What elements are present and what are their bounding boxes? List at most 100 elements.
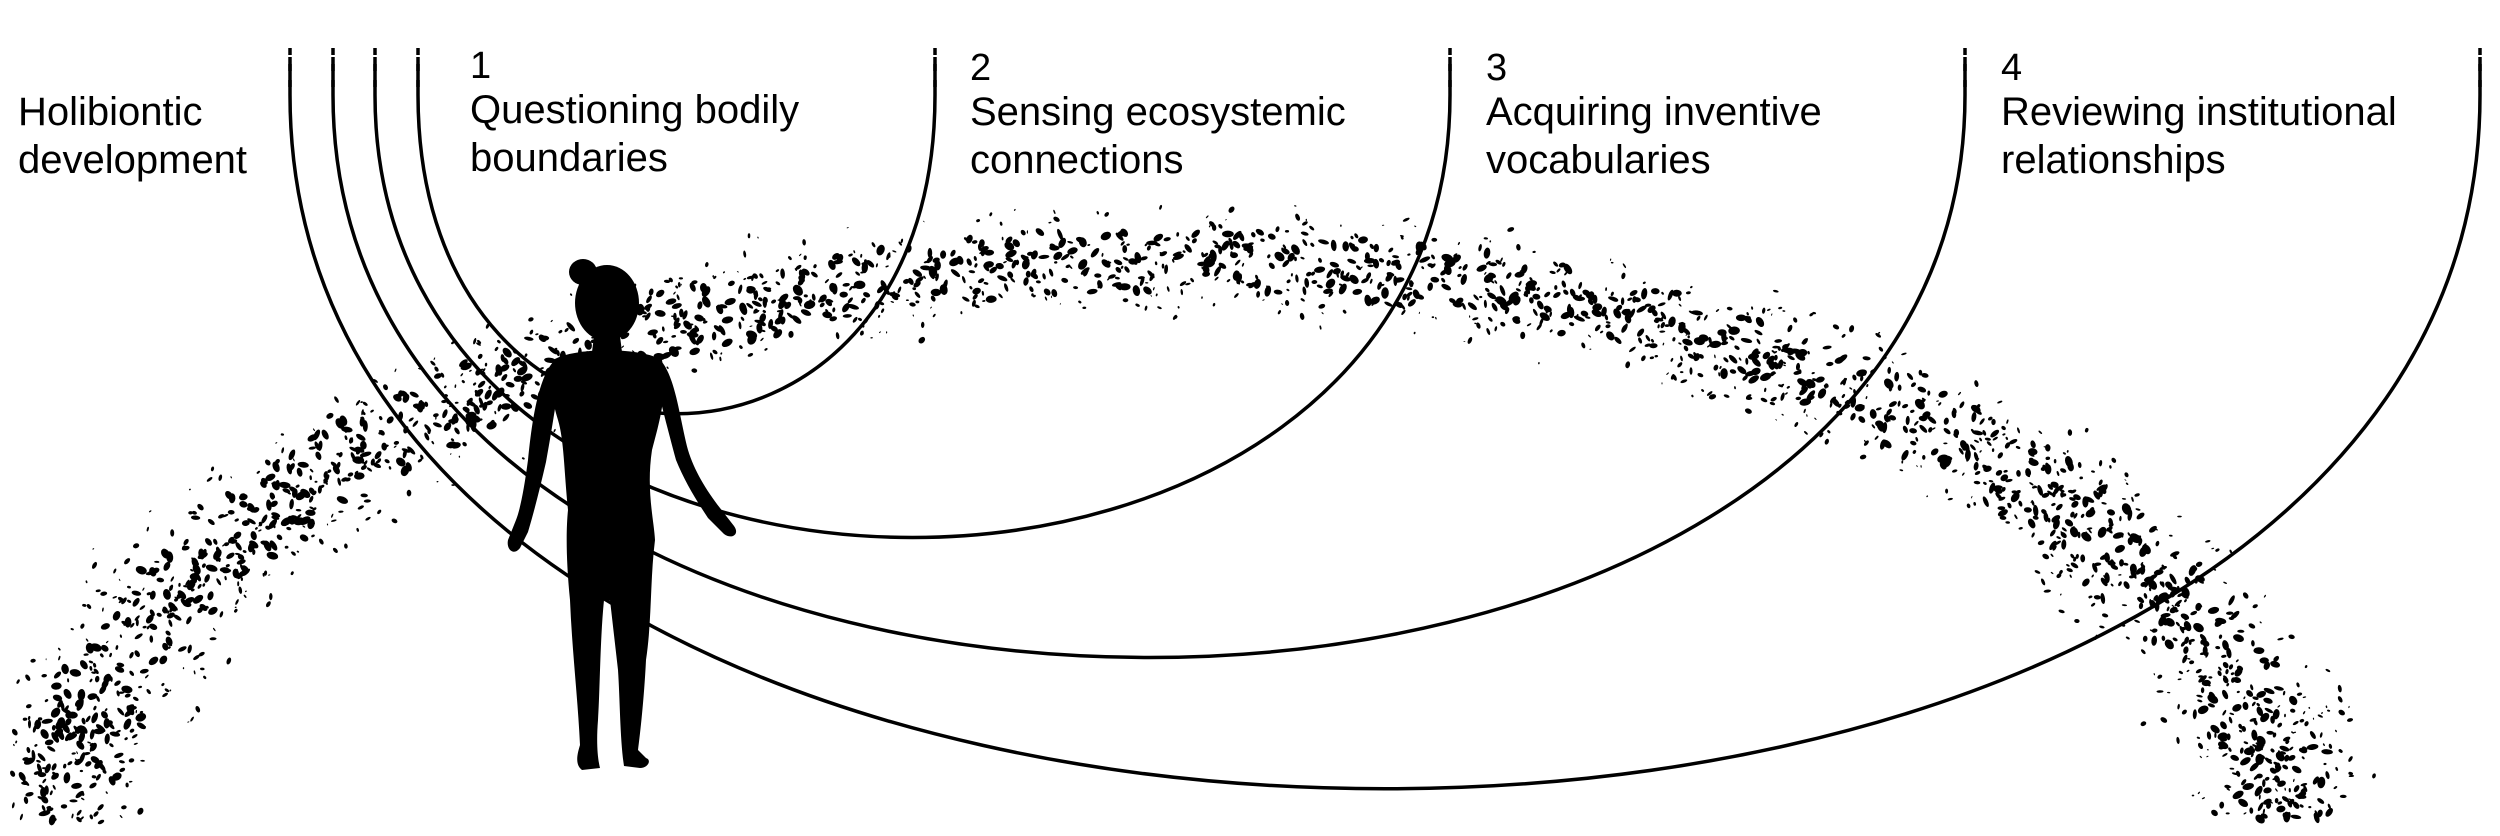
particle <box>234 606 237 609</box>
particle <box>2060 532 2067 539</box>
particle <box>2339 794 2347 799</box>
particle <box>165 636 173 647</box>
particle <box>927 247 933 259</box>
particle <box>1515 288 1521 292</box>
particle <box>67 678 70 683</box>
particle <box>2328 743 2333 749</box>
particle <box>1332 268 1341 275</box>
particle <box>2034 570 2041 574</box>
particle <box>1525 282 1536 291</box>
particle <box>691 280 698 285</box>
particle <box>252 507 260 513</box>
particle <box>1004 283 1009 292</box>
particle <box>1997 452 2003 459</box>
particle <box>1202 271 1211 277</box>
particle <box>803 294 808 298</box>
particle <box>1809 312 1814 317</box>
particle <box>801 268 810 276</box>
particle <box>897 286 902 294</box>
particle <box>965 237 972 243</box>
particle <box>2301 746 2308 751</box>
particle <box>932 313 936 318</box>
particle <box>1201 296 1203 299</box>
particle <box>2277 722 2283 728</box>
particle <box>34 719 42 730</box>
particle <box>2253 719 2258 726</box>
particle <box>393 440 400 445</box>
particle <box>109 743 114 748</box>
particle <box>1139 277 1145 287</box>
particle <box>226 657 232 665</box>
particle <box>2207 684 2211 687</box>
particle <box>384 459 390 464</box>
particle <box>1506 272 1512 279</box>
particle <box>268 478 272 481</box>
particle <box>516 366 528 376</box>
particle <box>1827 430 1831 434</box>
particle <box>1378 258 1385 263</box>
particle <box>131 734 138 739</box>
particle <box>22 779 30 786</box>
particle <box>2239 729 2243 733</box>
particle <box>1467 336 1473 344</box>
particle <box>2303 785 2308 792</box>
particle <box>219 611 224 618</box>
particle <box>721 316 734 324</box>
particle <box>2127 532 2131 536</box>
particle <box>2029 482 2034 486</box>
particle <box>124 558 131 565</box>
particle <box>788 256 792 261</box>
particle <box>1078 237 1087 248</box>
particle <box>691 368 698 373</box>
particle <box>2178 670 2183 675</box>
particle <box>2211 809 2218 817</box>
particle <box>1605 324 1611 329</box>
particle <box>1783 364 1786 367</box>
particle <box>743 250 747 258</box>
particle <box>1024 256 1029 259</box>
particle <box>1153 233 1164 242</box>
particle <box>200 667 205 671</box>
particle <box>2348 774 2355 778</box>
particle <box>1910 382 1917 388</box>
particle <box>712 275 715 278</box>
particle <box>308 495 314 503</box>
particle <box>1988 480 1994 483</box>
particle <box>1360 266 1363 269</box>
particle <box>1866 384 1869 388</box>
particle <box>1122 257 1129 261</box>
particle <box>407 446 416 455</box>
particle <box>129 728 135 733</box>
particle <box>1384 301 1393 307</box>
particle <box>1553 261 1559 267</box>
particle <box>1734 386 1736 390</box>
particle <box>1205 215 1209 219</box>
particle <box>2008 439 2018 445</box>
particle <box>2060 489 2065 493</box>
particle <box>2263 787 2272 794</box>
particle <box>168 602 177 612</box>
particle <box>240 493 246 497</box>
particle <box>2091 574 2094 578</box>
particle <box>192 564 201 575</box>
particle <box>1620 297 1625 306</box>
stage-1-line-1: Questioning bodily <box>470 88 800 132</box>
start-label-text: Holibiontic development <box>18 90 248 182</box>
particle <box>302 525 306 528</box>
particle <box>27 719 32 729</box>
particle <box>1683 345 1689 352</box>
particle <box>2142 635 2148 642</box>
particle <box>722 271 726 274</box>
particle <box>454 427 460 435</box>
particle <box>168 619 173 627</box>
particle <box>1766 355 1775 365</box>
particle <box>1943 442 1948 445</box>
particle <box>336 496 348 504</box>
particle <box>2099 625 2105 629</box>
particle <box>1650 338 1655 343</box>
particle <box>1483 237 1488 240</box>
particle <box>1802 338 1808 345</box>
particle <box>2077 462 2082 468</box>
particle <box>2237 629 2245 633</box>
particle <box>2052 518 2060 530</box>
